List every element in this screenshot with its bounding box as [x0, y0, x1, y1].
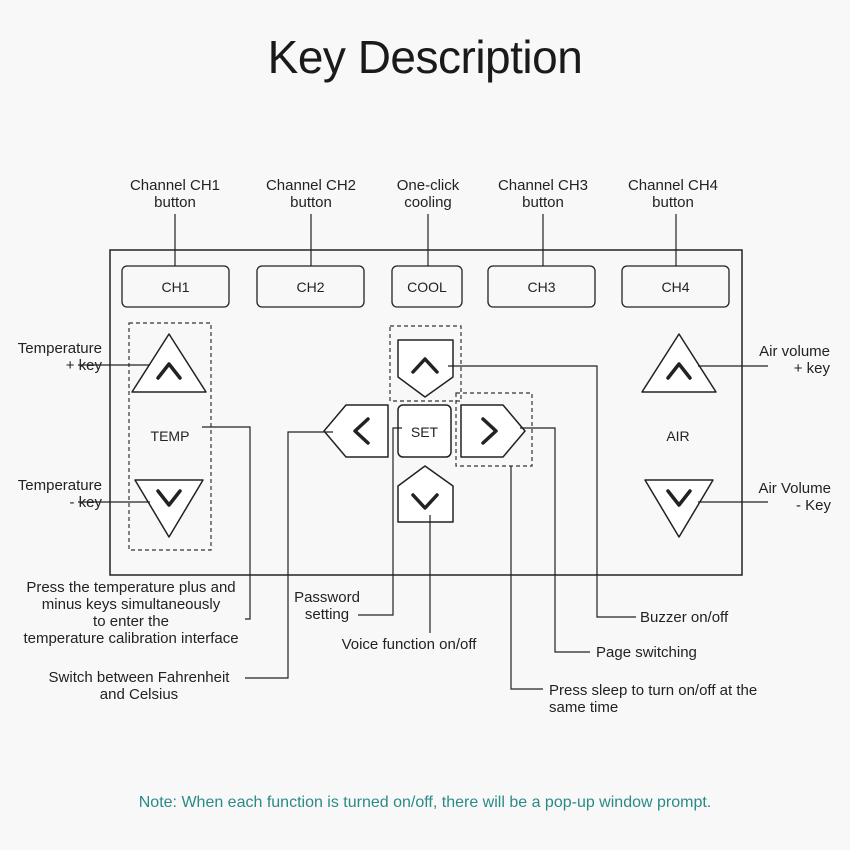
chevron-down-icon: [156, 489, 182, 507]
left-key[interactable]: [323, 404, 389, 458]
air-minus-key[interactable]: [644, 479, 714, 538]
buzzer-annotation: Buzzer on/off: [640, 609, 729, 626]
chevron-left-icon: [353, 417, 370, 445]
air-minus-annotation: Air Volume- Key: [758, 480, 831, 514]
set-key[interactable]: [397, 404, 452, 458]
chevron-up-icon: [666, 362, 692, 380]
chevron-up-icon: [156, 362, 182, 380]
control-panel: [109, 249, 743, 576]
temp-minus-annotation: Temperature- key: [17, 477, 102, 511]
air-label: AIR: [666, 428, 690, 444]
ch3-button-label: CH3: [527, 279, 556, 295]
right-key[interactable]: [460, 404, 526, 458]
set-key-label: SET: [410, 424, 439, 440]
temp-minus-key[interactable]: [134, 479, 204, 538]
page-switching-annotation: Page switching: [596, 644, 697, 661]
ch1-button-label: CH1: [161, 279, 190, 295]
page-title: Key Description: [267, 31, 583, 83]
cool-button-label: COOL: [407, 279, 447, 295]
temp-plus-key[interactable]: [131, 333, 207, 393]
air-plus-key[interactable]: [641, 333, 717, 393]
air-plus-annotation: Air volume+ key: [759, 343, 830, 377]
temp-plus-annotation: Temperature+ key: [17, 340, 102, 374]
cool-button[interactable]: [391, 265, 463, 308]
chevron-down-icon: [666, 489, 692, 507]
down-key[interactable]: [397, 465, 454, 523]
voice-annotation: Voice function on/off: [341, 636, 477, 653]
up-key-group: [389, 325, 462, 402]
ch2-button-label: CH2: [296, 279, 325, 295]
right-key-group: [455, 392, 533, 467]
up-key[interactable]: [397, 339, 454, 398]
ch4-button-label: CH4: [661, 279, 690, 295]
chevron-up-icon: [411, 357, 439, 374]
chevron-right-icon: [481, 417, 498, 445]
footer-note: Note: When each function is turned on/of…: [138, 794, 712, 811]
ch3-button[interactable]: [487, 265, 596, 308]
chevron-down-icon: [411, 493, 439, 510]
calibration-annotation: Press the temperature plus and minus key…: [23, 579, 239, 647]
temp-key-group: [128, 322, 212, 551]
temp-label: TEMP: [150, 428, 190, 444]
